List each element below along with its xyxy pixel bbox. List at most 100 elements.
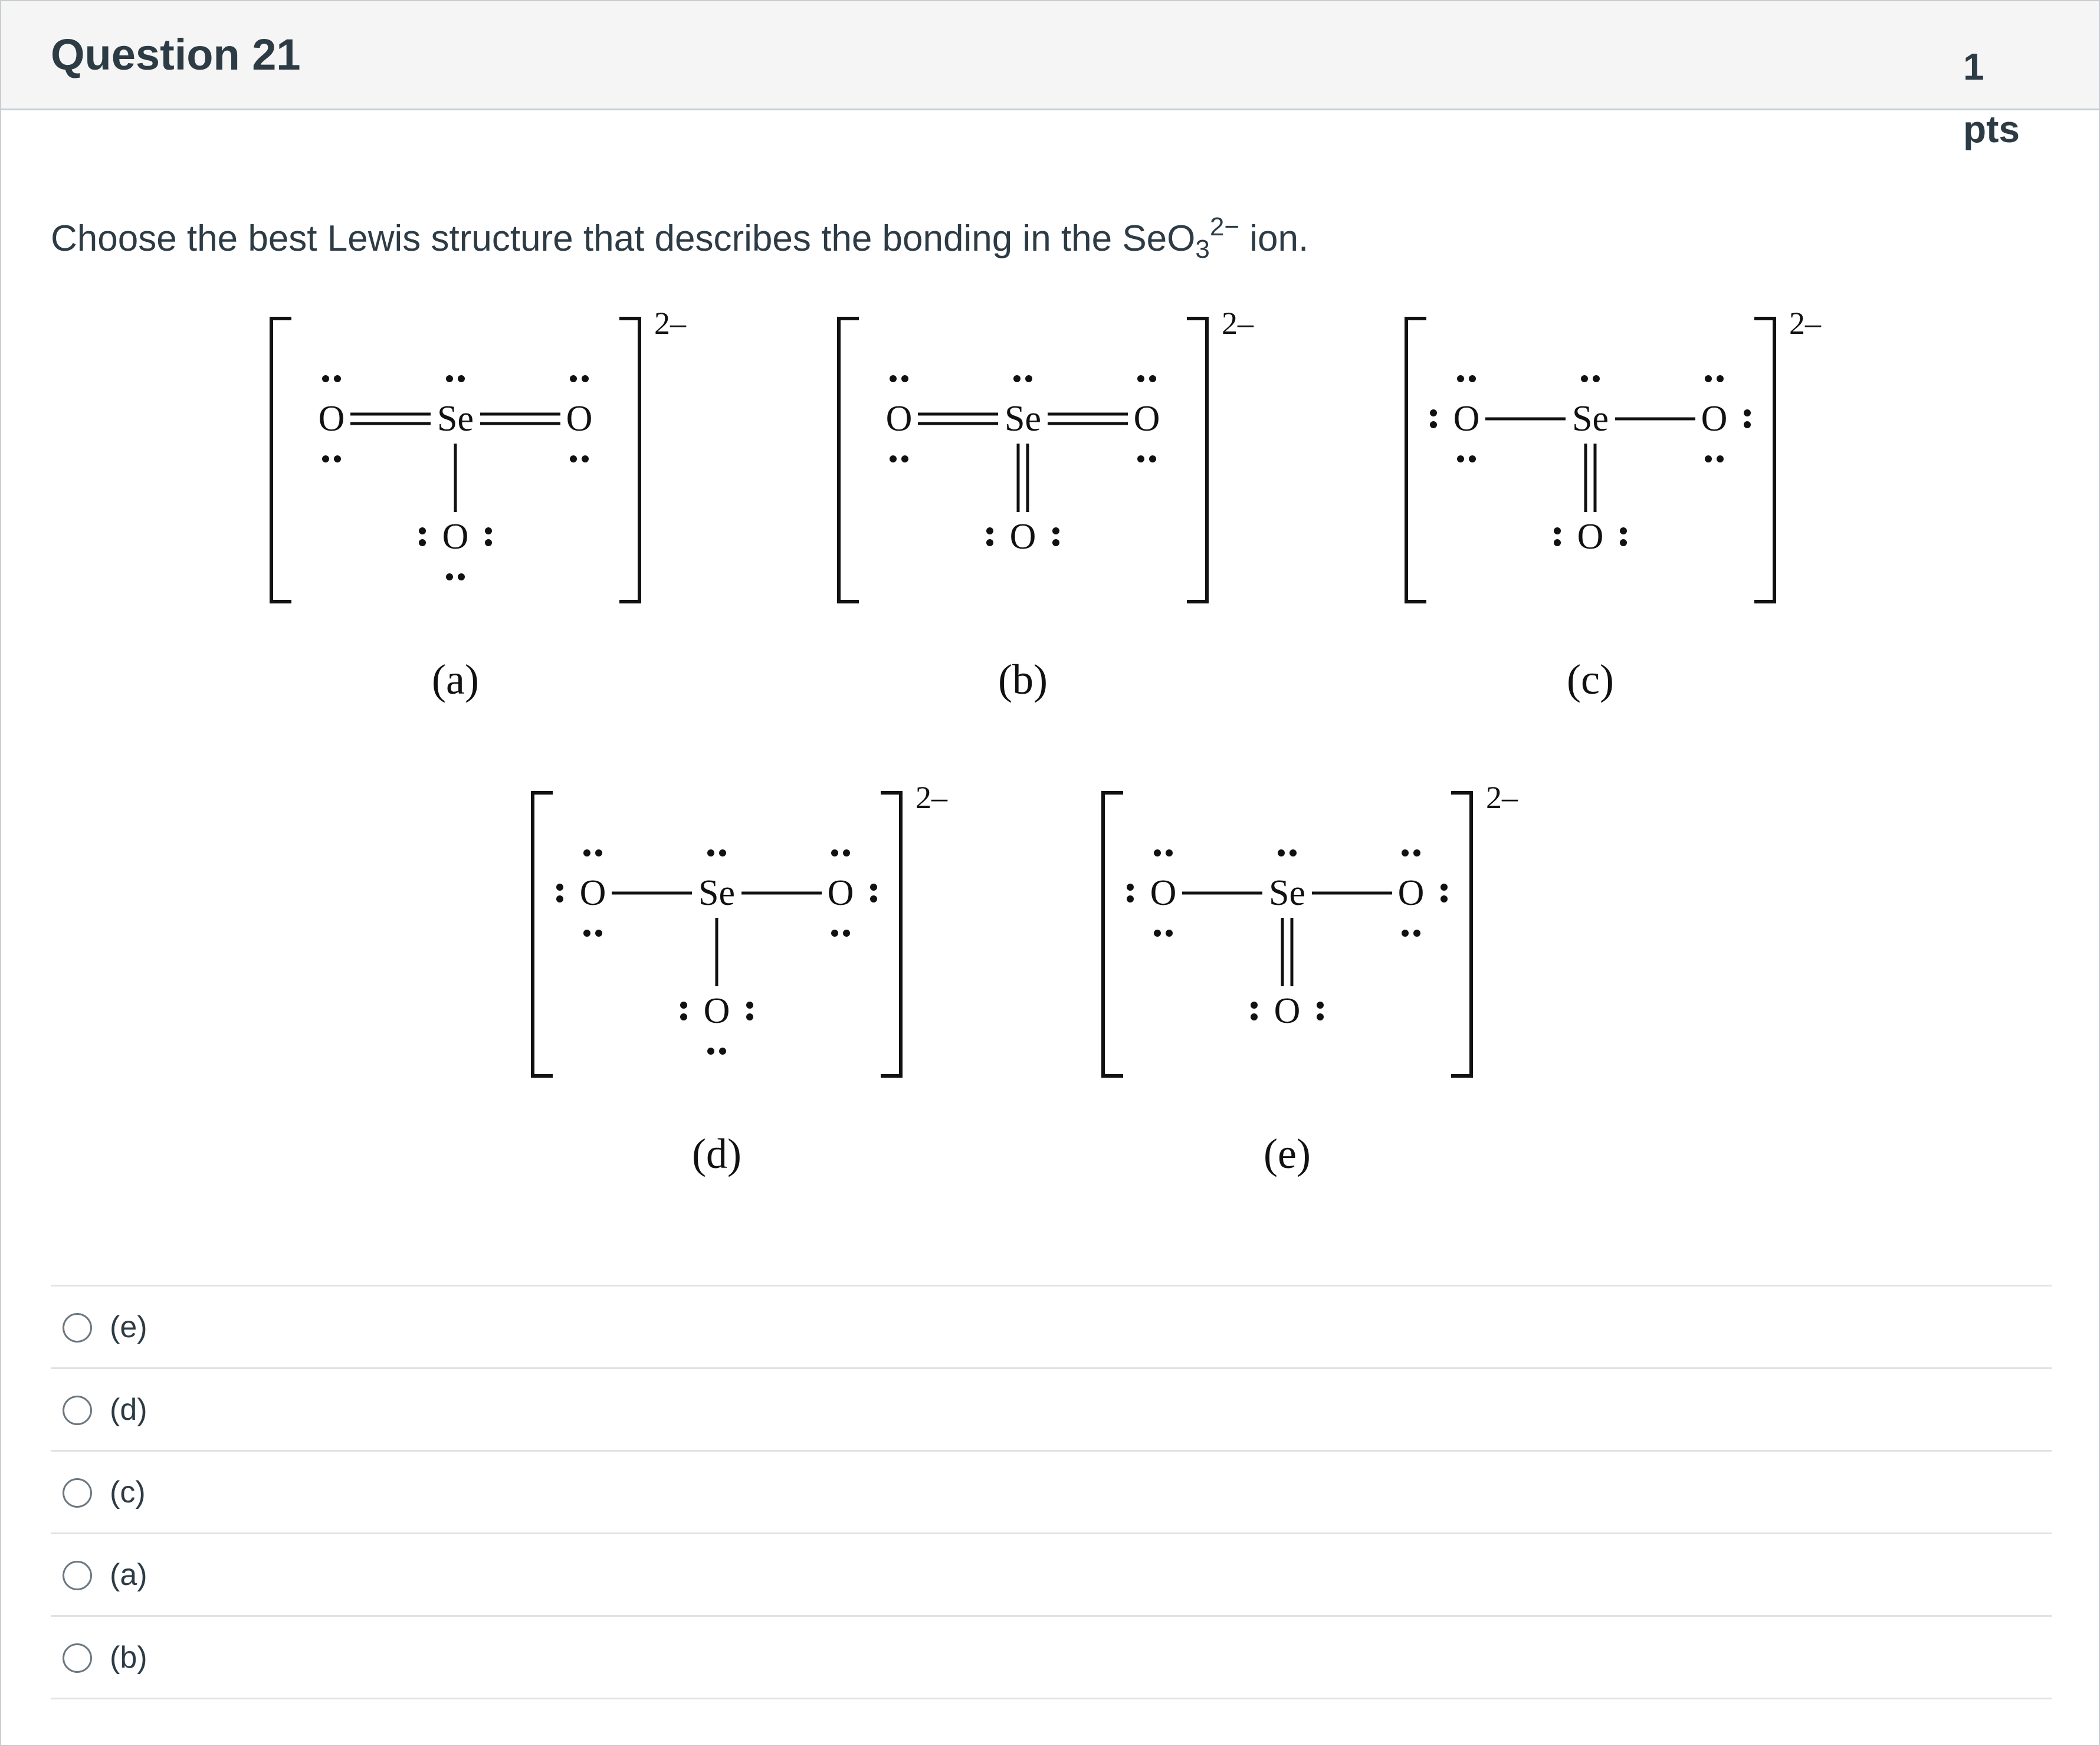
answer-option-c[interactable]: (c) (51, 1452, 2052, 1534)
lone-pair-dot (1554, 539, 1561, 546)
question-text-main: Choose the best Lewis structure that des… (51, 218, 1196, 259)
oxygen-atom-right: O (1398, 873, 1425, 913)
lone-pair-dot (746, 1013, 753, 1020)
lone-pair-dot (1149, 455, 1156, 462)
structure-label: (c) (1567, 656, 1614, 703)
oxygen-atom-bottom: O (1274, 991, 1301, 1031)
formula-superscript: 2− (1209, 212, 1240, 241)
lone-pair-dot (582, 375, 589, 382)
selenium-atom: Se (437, 399, 474, 439)
lone-pair-dot (1137, 375, 1144, 382)
radio-button-icon[interactable] (63, 1643, 92, 1673)
answer-label: (d) (110, 1392, 147, 1427)
lone-pair-dot (1593, 375, 1600, 382)
lone-pair-dot (582, 455, 589, 462)
lone-pair-dot (322, 375, 329, 382)
lone-pair-dot (1744, 421, 1751, 428)
answer-option-b[interactable]: (b) (51, 1617, 2052, 1699)
lone-pair-dot (1413, 849, 1420, 856)
lone-pair-dot (986, 539, 993, 546)
answer-option-a[interactable]: (a) (51, 1534, 2052, 1617)
lone-pair-dot (419, 539, 426, 546)
lone-pair-dot (1013, 375, 1021, 382)
lone-pair-dot (1166, 849, 1173, 856)
lone-pair-dot (1441, 895, 1448, 902)
left-bracket (531, 791, 553, 1078)
lone-pair-dot (1717, 375, 1724, 382)
lone-pair-dot (746, 1002, 753, 1009)
lone-pair-dot (1705, 455, 1712, 462)
ion-charge: 2– (1789, 306, 1822, 341)
lone-pair-dot (1581, 375, 1588, 382)
lone-pair-dot (556, 895, 563, 902)
question-title: Question 21 (51, 30, 301, 79)
structure-label: (e) (1264, 1130, 1311, 1177)
lone-pair-dot (1457, 455, 1464, 462)
lone-pair-dot (680, 1013, 687, 1020)
structure-label: (d) (692, 1130, 741, 1177)
answer-option-e[interactable]: (e) (51, 1286, 2052, 1369)
lone-pair-dot (1025, 375, 1032, 382)
lone-pair-dot (680, 1002, 687, 1009)
radio-button-icon[interactable] (63, 1312, 92, 1343)
lone-pair-dot (1441, 884, 1448, 891)
radio-button-icon[interactable] (63, 1478, 92, 1508)
lone-pair-dot (334, 455, 341, 462)
points-value: 1 (1963, 45, 1984, 88)
oxygen-atom-bottom: O (1010, 517, 1036, 557)
lone-pair-dot (707, 1048, 714, 1055)
selenium-atom: Se (1269, 873, 1305, 913)
answer-label: (b) (110, 1640, 147, 1675)
lone-pair-dot (1705, 375, 1712, 382)
lone-pair-dot (419, 527, 426, 534)
question-points: 1 pts (1963, 35, 2046, 160)
right-bracket (1451, 791, 1473, 1078)
lone-pair-dot (986, 527, 993, 534)
lone-pair-dot (719, 849, 726, 856)
lone-pair-dot (1620, 539, 1627, 546)
lone-pair-dot (831, 849, 838, 856)
lone-pair-dot (458, 573, 465, 580)
lone-pair-dot (458, 375, 465, 382)
answer-list: (e) (d) (c) (a) (b) (51, 1285, 2052, 1699)
lone-pair-dot (1317, 1002, 1324, 1009)
oxygen-atom-right: O (1701, 399, 1728, 439)
lone-pair-dot (1317, 1013, 1324, 1020)
selenium-atom: Se (698, 873, 735, 913)
lone-pair-dot (334, 375, 341, 382)
oxygen-atom-bottom: O (1577, 517, 1604, 557)
oxygen-atom-left: O (1150, 873, 1177, 913)
lone-pair-dot (556, 884, 563, 891)
radio-button-icon[interactable] (63, 1560, 92, 1590)
lone-pair-dot (485, 539, 492, 546)
lone-pair-dot (890, 455, 897, 462)
lone-pair-dot (583, 849, 590, 856)
left-bracket (837, 317, 859, 603)
oxygen-atom-right: O (566, 399, 593, 439)
lone-pair-dot (1402, 849, 1409, 856)
lone-pair-dot (1127, 884, 1134, 891)
lone-pair-dot (870, 895, 877, 902)
selenium-atom: Se (1005, 399, 1041, 439)
lone-pair-dot (1278, 849, 1285, 856)
selenium-atom: Se (1572, 399, 1609, 439)
answer-option-d[interactable]: (d) (51, 1369, 2052, 1452)
radio-button-icon[interactable] (63, 1395, 92, 1425)
lone-pair-dot (1457, 375, 1464, 382)
lone-pair-dot (1554, 527, 1561, 534)
question-text: Choose the best Lewis structure that des… (51, 212, 1308, 264)
lone-pair-dot (1430, 409, 1437, 416)
lone-pair-dot (1430, 421, 1437, 428)
left-bracket (1405, 317, 1426, 603)
lone-pair-dot (1402, 930, 1409, 937)
lone-pair-dot (1469, 455, 1476, 462)
question-header: Question 21 1 pts (1, 1, 2099, 150)
structure-label: (b) (998, 656, 1048, 703)
ion-charge: 2– (1222, 306, 1254, 341)
right-bracket (1754, 317, 1776, 603)
lone-pair-dot (1052, 539, 1059, 546)
